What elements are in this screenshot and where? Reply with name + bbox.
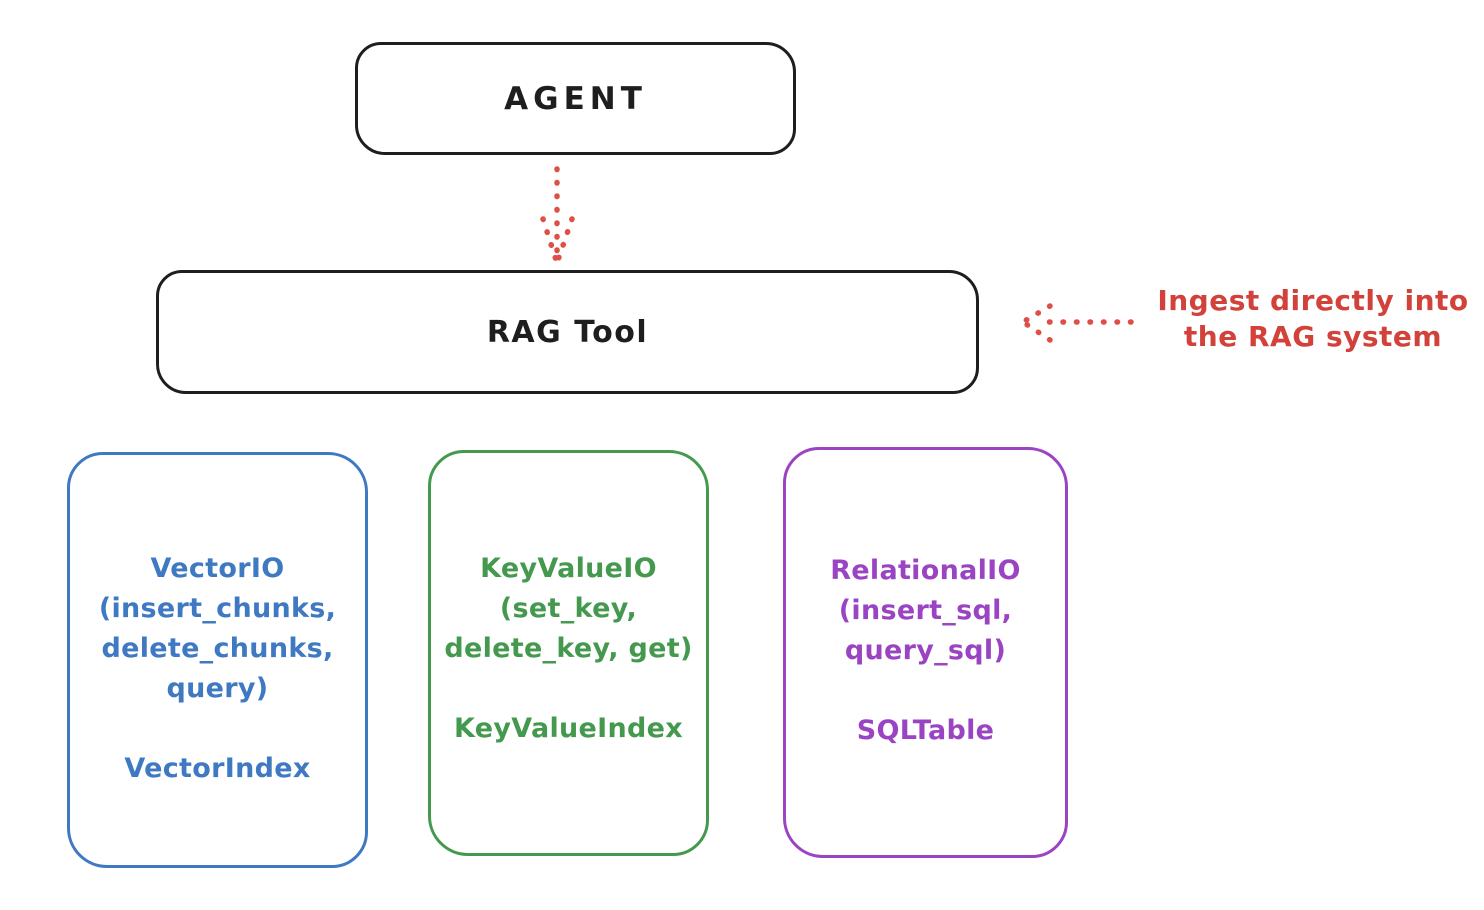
vector-io-signature: VectorIO (insert_chunks, delete_chunks, … <box>98 553 337 704</box>
vector-io-box: VectorIO (insert_chunks, delete_chunks, … <box>67 452 368 868</box>
sql-table-label: SQLTable <box>856 715 995 746</box>
keyvalue-io-box: KeyValueIO (set_key, delete_key, get) Ke… <box>428 450 709 856</box>
rag-tool-box: RAG Tool <box>156 270 979 394</box>
ingest-annotation: Ingest directly into the RAG system <box>1138 283 1484 355</box>
agent-box-label: AGENT <box>504 80 647 117</box>
relational-io-box: RelationalIO (insert_sql, query_sql) SQL… <box>783 447 1068 858</box>
relational-io-signature: RelationalIO (insert_sql, query_sql) <box>830 555 1021 666</box>
ingest-annotation-arrow-icon <box>1020 303 1134 343</box>
keyvalue-index-label: KeyValueIndex <box>453 713 683 744</box>
keyvalue-io-signature: KeyValueIO (set_key, delete_key, get) <box>444 553 693 664</box>
ingest-annotation-line1: Ingest directly into <box>1157 284 1469 317</box>
ingest-annotation-line2: the RAG system <box>1183 320 1443 353</box>
agent-box: AGENT <box>355 42 796 155</box>
vector-index-label: VectorIndex <box>124 753 311 784</box>
rag-tool-box-label: RAG Tool <box>486 314 649 350</box>
agent-to-rag-arrow-icon <box>540 166 575 263</box>
